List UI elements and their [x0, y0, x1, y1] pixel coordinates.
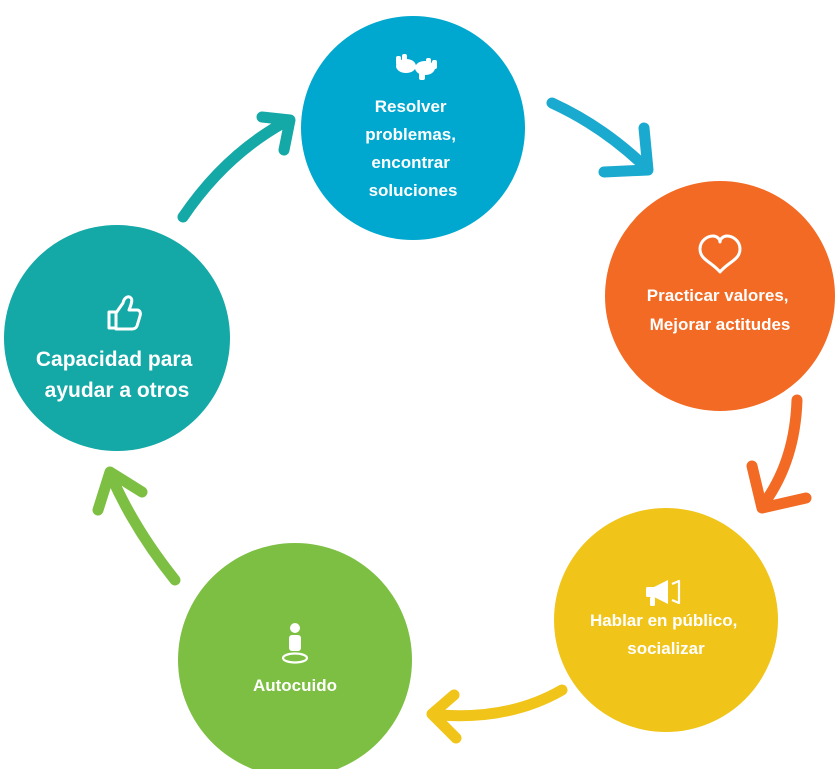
- node-resolver-label: Resolver problemas, encontrar soluciones: [365, 97, 460, 200]
- node-hablar-line-1: Hablar en público,: [590, 611, 737, 630]
- node-practicar-valores: Practicar valores, Mejorar actitudes: [605, 181, 835, 411]
- arrow-1-line: [546, 97, 646, 168]
- node-capacidad-circle: [4, 225, 230, 451]
- thumbs-up-icon: [107, 295, 142, 331]
- node-practicar-line-2: Mejorar actitudes: [650, 315, 791, 334]
- heart-outline-icon: [698, 234, 742, 274]
- node-resolver-line-2: problemas,: [365, 125, 456, 144]
- arrow-4-head: [92, 466, 148, 516]
- node-capacidad-line-2: ayudar a otros: [45, 379, 190, 402]
- node-resolver-circle: [301, 16, 525, 240]
- person-standing-icon: [281, 623, 309, 664]
- node-autocuido-circle: [178, 543, 412, 769]
- arrow-3-head: [426, 689, 462, 744]
- node-capacidad-line-1: Capacidad para: [36, 348, 193, 371]
- arrow-autocuido-to-capacidad: [92, 466, 181, 586]
- arrow-4-line: [106, 472, 181, 586]
- arrow-5-line: [177, 116, 291, 223]
- sign-language-icon: [396, 54, 437, 80]
- node-resolver-line-3: encontrar: [371, 153, 450, 172]
- node-practicar-label: Practicar valores, Mejorar actitudes: [647, 286, 794, 334]
- arrow-5-head: [256, 111, 296, 156]
- arrow-practicar-to-hablar: [746, 394, 812, 514]
- arrow-3-line: [434, 684, 568, 722]
- arrow-1-head: [598, 122, 654, 178]
- node-practicar-line-1: Practicar valores,: [647, 286, 789, 305]
- node-hablar-line-2: socializar: [627, 639, 705, 658]
- node-practicar-circle: [605, 181, 835, 411]
- node-hablar-circle: [554, 508, 778, 732]
- arrow-hablar-to-autocuido: [426, 684, 568, 744]
- megaphone-icon: [646, 579, 681, 606]
- node-capacidad-label: Capacidad para ayudar a otros: [36, 348, 198, 402]
- node-autocuido-label: Autocuido: [253, 676, 337, 695]
- arrow-resolver-to-practicar: [546, 97, 654, 178]
- node-resolver-line-4: soluciones: [369, 181, 458, 200]
- node-hablar-label: Hablar en público, socializar: [590, 611, 742, 658]
- node-resolver-problemas: Resolver problemas, encontrar soluciones: [301, 16, 525, 240]
- arrow-capacidad-to-resolver: [177, 111, 296, 223]
- node-hablar-en-publico: Hablar en público, socializar: [554, 508, 778, 732]
- node-capacidad-ayudar: Capacidad para ayudar a otros: [4, 225, 230, 451]
- arrow-2-line: [759, 394, 803, 508]
- node-resolver-line-1: Resolver: [375, 97, 447, 116]
- arrow-2-head: [746, 460, 812, 514]
- node-autocuido: Autocuido: [178, 543, 412, 769]
- node-autocuido-line-1: Autocuido: [253, 676, 337, 695]
